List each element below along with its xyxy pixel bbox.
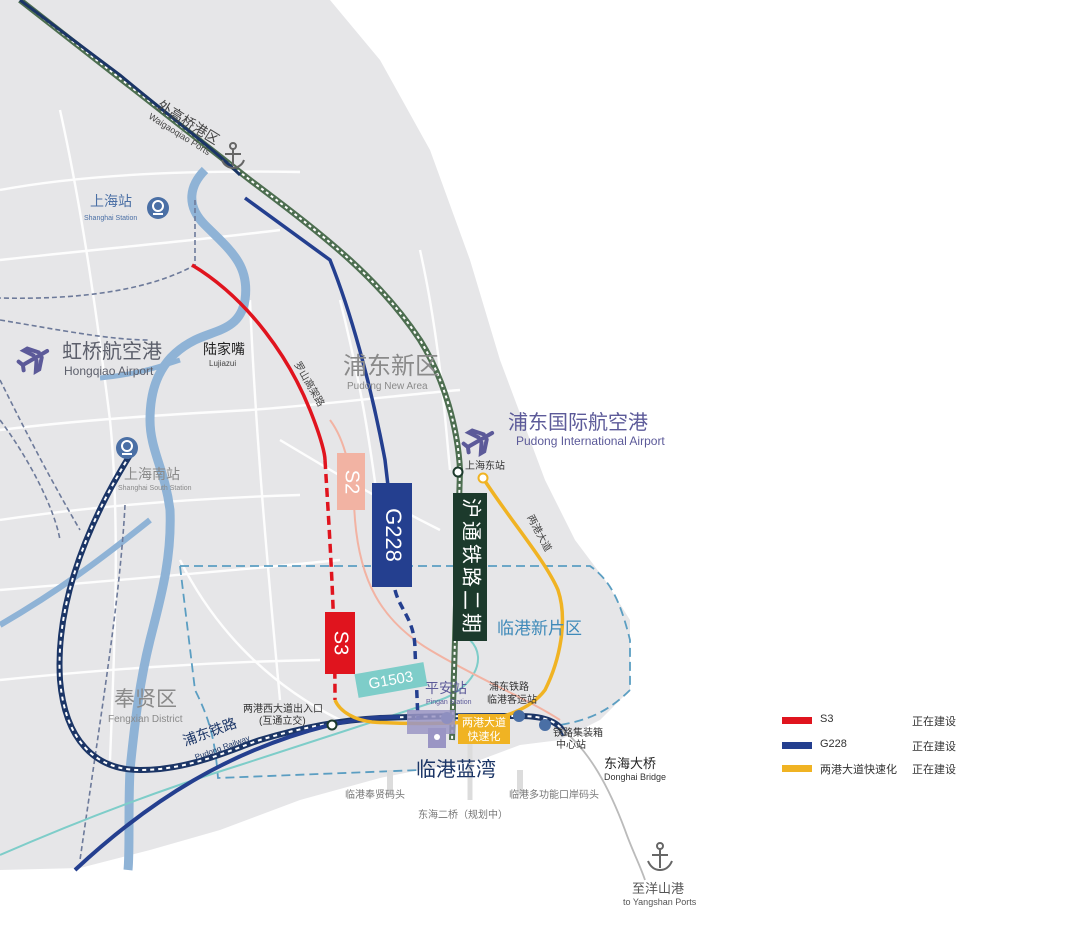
waigaoqiao-anchor-icon: [221, 142, 245, 170]
legend-swatch-lianggang: [782, 765, 812, 772]
shanghai-south-label-cn: 上海南站: [124, 466, 180, 482]
shanghai-east-label: 上海东站: [465, 459, 505, 472]
g228-planned: [393, 589, 420, 721]
donghai-bridge-label-en: Donghai Bridge: [604, 772, 666, 782]
shanghai-station-icon: [147, 197, 169, 219]
legend-name: S3: [820, 713, 834, 725]
yangshan-label-en: to Yangshan Ports: [623, 897, 697, 907]
g228-shield: G228: [372, 483, 412, 587]
lianggang-express-label-1: 两港大道: [462, 715, 506, 729]
fengxian-label-en: Fengxian District: [108, 714, 183, 725]
fengxian-terminal-label: 临港奉贤码头: [345, 788, 405, 801]
location-pin-icon: [434, 734, 440, 740]
hongqiao-label-cn: 虹桥航空港: [62, 340, 162, 363]
legend-swatch-s3: [782, 717, 812, 724]
legend-status: 正在建设: [912, 716, 956, 728]
legend-swatch-g228: [782, 742, 812, 749]
g1503-shield: G1503: [354, 662, 428, 698]
river-branch: [0, 517, 152, 628]
coast-rail: [19, 0, 242, 177]
svg-text:S2: S2: [341, 470, 363, 494]
pudong-airport-label-en: Pudong International Airport: [516, 434, 665, 448]
lianggang-west-exit-label-2: (互通立交): [259, 714, 306, 727]
pudong-railway-station-label-1: 浦东铁路: [489, 680, 529, 693]
donghai-bridge-label-cn: 东海大桥: [604, 756, 656, 771]
donghai-bridge: [559, 727, 646, 881]
s3-line: [191, 263, 327, 461]
huangpu-river: [123, 166, 251, 871]
lianggang-express-label-2: 快速化: [468, 729, 501, 743]
svg-text:S3: S3: [330, 631, 352, 655]
pudong-railway-station-label-2: 临港客运站: [487, 693, 537, 706]
legend-status: 正在建设: [912, 741, 956, 753]
s2-shield: S2: [337, 453, 365, 510]
donghai-second-bridge-label: 东海二桥（规划中）: [418, 808, 508, 821]
legend-row-g228: G228 正在建设: [778, 738, 978, 754]
lianggang-west-exit-label-1: 两港西大道出入口: [243, 702, 323, 715]
shanghai-station-label-en: Shanghai Station: [84, 215, 137, 222]
g228-line: [243, 196, 394, 521]
pudong-new-area-label-cn: 浦东新区: [343, 353, 439, 380]
container-center-label-2: 中心站: [556, 738, 586, 751]
g1503-line: [0, 639, 480, 856]
svg-text:G228: G228: [381, 508, 406, 562]
svg-text:沪通铁路二期: 沪通铁路二期: [460, 498, 483, 636]
legend-row-s3: S3 正在建设: [778, 713, 978, 729]
lingang-boundary: [179, 565, 631, 779]
fengxian-label-cn: 奉贤区: [114, 688, 177, 711]
hongqiao-airplane-icon: [16, 346, 50, 375]
lujiazui-label-en: Lujiazui: [209, 359, 236, 368]
hongqiao-label-en: Hongqiao Airport: [64, 364, 154, 378]
shanghai-south-label-en: Shanghai South Station: [118, 485, 192, 492]
shanghai-south-station-icon: [116, 437, 138, 459]
river-branch-north: [99, 357, 181, 381]
lujiazui-label-cn: 陆家嘴: [203, 341, 245, 357]
legend-status: 正在建设: [912, 764, 956, 776]
s3-shield: S3: [325, 612, 355, 674]
container-center-label-1: 铁路集装箱: [553, 726, 603, 739]
legend-name: 两港大道快速化: [820, 764, 897, 776]
lingang-bay-label: 临港蓝湾: [416, 758, 496, 781]
shanghai-station-label-cn: 上海站: [90, 193, 132, 209]
lianggang-express-box: [458, 714, 510, 744]
lianggang-line: [333, 477, 565, 726]
huton-shield: 沪通铁路二期: [453, 493, 487, 641]
dashed-rails: [0, 200, 196, 861]
yangshan-anchor-icon: [647, 842, 673, 872]
pudong-airplane-icon: [461, 428, 495, 457]
g228-coastal: [73, 715, 401, 872]
pudong-new-area-label-en: Pudong New Area: [347, 381, 428, 392]
lingang-new-area-label: 临港新片区: [497, 619, 582, 638]
yangshan-label-cn: 至洋山港: [632, 881, 684, 896]
legend-row-lianggang: 两港大道快速化 正在建设: [778, 761, 978, 777]
pingan-label-en: Pingan Station: [426, 699, 472, 706]
legend-name: G228: [820, 738, 847, 750]
huton-railway-inner: [19, 0, 462, 741]
pingan-label-cn: 平安站: [425, 680, 467, 696]
pudong-airport-label-cn: 浦东国际航空港: [508, 411, 648, 434]
multi-terminal-label: 临港多功能口岸码头: [509, 788, 599, 801]
